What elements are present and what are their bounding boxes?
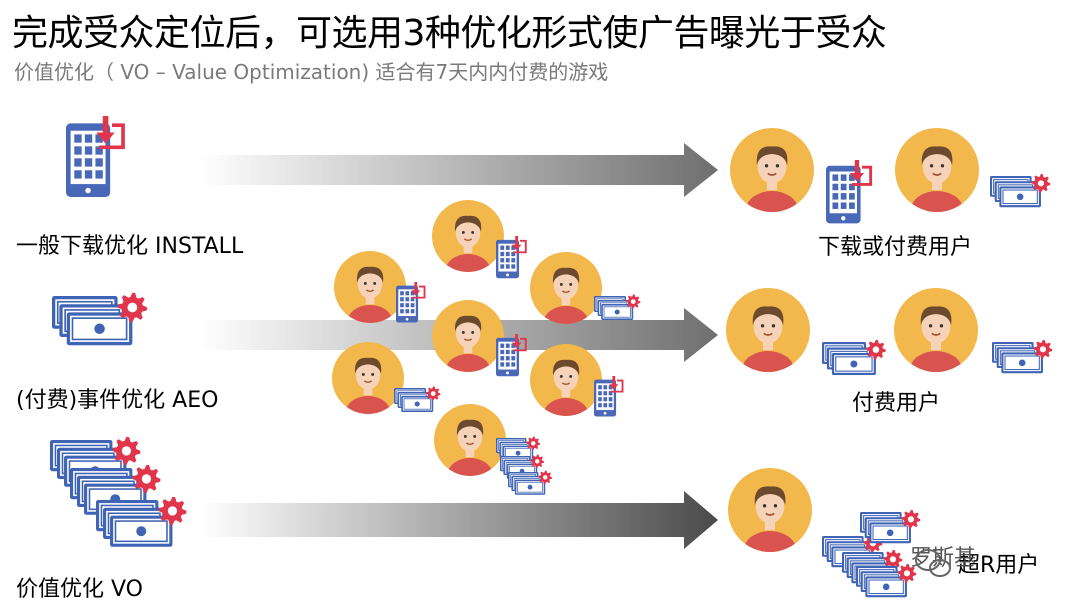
money-gear-icon	[992, 339, 1053, 374]
result-label-aeo: 付费用户	[852, 391, 941, 416]
result-label-install: 下载或付费用户	[818, 235, 973, 260]
user-avatar-icon	[726, 288, 810, 372]
user-avatar-icon	[432, 300, 504, 372]
user-avatar-icon	[728, 468, 812, 552]
money-gear-icon	[856, 563, 917, 598]
money-gear-icon	[822, 339, 886, 375]
user-avatar-icon	[334, 251, 406, 323]
money-gear-icon	[990, 173, 1051, 208]
user-avatar-icon	[730, 128, 814, 212]
user-avatar-icon	[530, 252, 602, 324]
watermark-text: 罗斯基	[910, 546, 977, 571]
user-avatar-icon	[332, 342, 404, 414]
user-avatar-icon	[530, 344, 602, 416]
user-avatar-icon	[895, 128, 979, 212]
user-avatar-icon	[894, 288, 978, 372]
row-label-vo: 价值优化 VO	[16, 577, 143, 602]
money-gear-icon	[594, 294, 641, 320]
phone-download-icon	[826, 160, 873, 224]
money-gear-icon	[52, 292, 148, 346]
phone-download-icon	[396, 282, 426, 323]
page-subtitle: 价值优化（ VO – Value Optimization) 适合有7天内内付费…	[14, 60, 609, 84]
wechat-icon	[915, 549, 951, 577]
money-gear-icon	[394, 386, 441, 412]
row-label-install: 一般下载优化 INSTALL	[16, 234, 244, 259]
money-gear-icon	[860, 509, 921, 544]
arrow-right-icon	[200, 143, 718, 197]
user-avatar-icon	[432, 200, 504, 272]
phone-download-icon	[496, 334, 527, 377]
phone-download-icon	[594, 376, 624, 417]
page-title: 完成受众定位后，可选用3种优化形式使广告曝光于受众	[12, 13, 887, 54]
row-label-aeo: (付费)事件优化 AEO	[16, 388, 219, 413]
arrow-right-icon	[200, 491, 718, 549]
money-gear-icon	[96, 496, 187, 547]
phone-download-icon	[496, 236, 527, 279]
user-avatar-icon	[434, 404, 506, 476]
money-gear-icon	[508, 470, 553, 495]
result-label-vo: 超R用户	[958, 553, 1040, 578]
phone-download-icon	[66, 116, 125, 197]
